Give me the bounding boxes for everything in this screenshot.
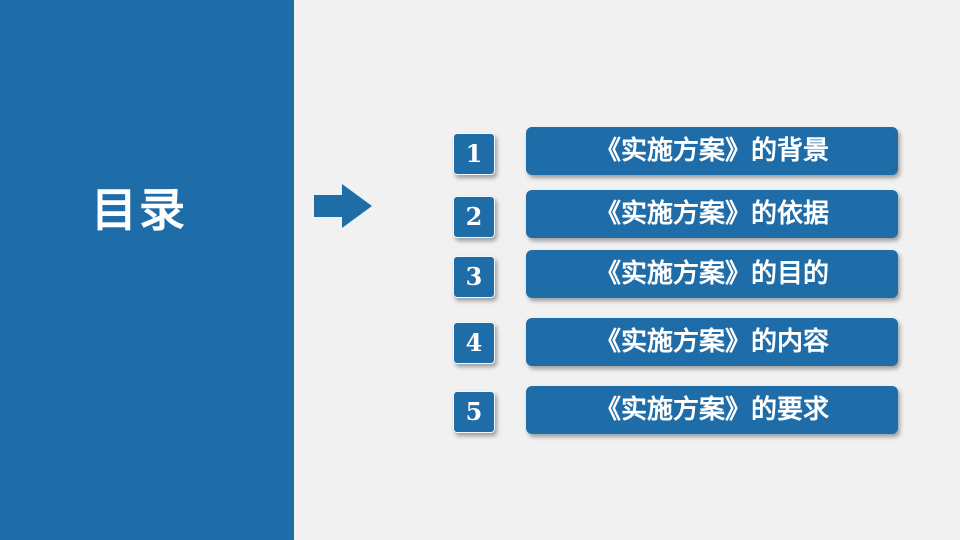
- toc-number: 5: [453, 391, 495, 433]
- arrow-right-icon: [314, 184, 372, 228]
- toc-item-3[interactable]: 3 《实施方案》的目的: [0, 248, 960, 300]
- toc-label: 《实施方案》的背景: [526, 127, 898, 175]
- toc-item-2[interactable]: 2 《实施方案》的依据: [0, 187, 960, 239]
- toc-label: 《实施方案》的内容: [526, 318, 898, 366]
- toc-number: 2: [453, 196, 495, 238]
- toc-item-1[interactable]: 1 《实施方案》的背景: [0, 125, 960, 177]
- toc-number: 3: [453, 256, 495, 298]
- toc-label: 《实施方案》的依据: [526, 190, 898, 238]
- toc-label: 《实施方案》的目的: [526, 250, 898, 298]
- page-title: 目录: [91, 183, 187, 237]
- toc-item-4[interactable]: 4 《实施方案》的内容: [0, 316, 960, 368]
- toc-item-5[interactable]: 5 《实施方案》的要求: [0, 385, 960, 437]
- left-panel: 目录: [0, 0, 294, 540]
- toc-number: 4: [453, 322, 495, 364]
- toc-number: 1: [453, 133, 495, 175]
- toc-label: 《实施方案》的要求: [526, 386, 898, 434]
